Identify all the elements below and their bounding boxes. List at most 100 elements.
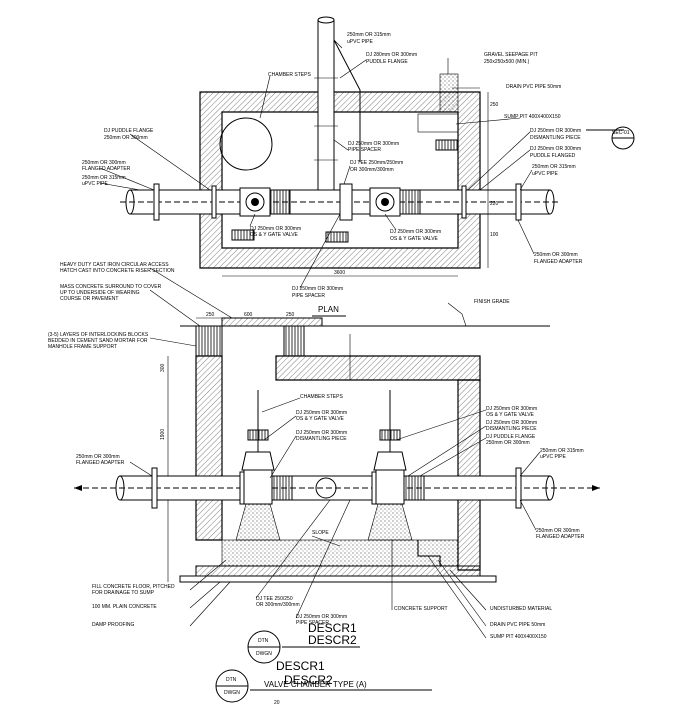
svg-text:FILL CONCRETE FLOOR, PITCHED: FILL CONCRETE FLOOR, PITCHED — [92, 584, 175, 590]
plan-riser-label: 250mm OR 315mm — [347, 32, 391, 38]
svg-text:600: 600 — [244, 312, 253, 318]
svg-text:OR 300mm/300mm: OR 300mm/300mm — [256, 602, 300, 608]
finish-grade-label: FINISH GRADE — [474, 299, 510, 305]
svg-text:250mm OR 315mm: 250mm OR 315mm — [540, 448, 584, 454]
svg-text:DTN: DTN — [258, 638, 269, 644]
plan-gate-valve-left — [239, 187, 291, 217]
svg-text:250mm OR 300mm: 250mm OR 300mm — [82, 160, 126, 166]
svg-text:250x250x500 (MIN.): 250x250x500 (MIN.) — [484, 59, 530, 65]
svg-text:SUMP PIT 400X400X150: SUMP PIT 400X400X150 — [504, 114, 561, 120]
plan-section-ref: SEC-01 — [612, 130, 630, 136]
plan-chamber-step-circle — [219, 117, 273, 171]
section-top-slab — [275, 355, 481, 381]
svg-text:DJ 280mm OR 300mm: DJ 280mm OR 300mm — [366, 52, 417, 58]
svg-text:PUDDLE FLANGED: PUDDLE FLANGED — [530, 153, 576, 159]
svg-text:MANHOLE FRAME SUPPORT: MANHOLE FRAME SUPPORT — [48, 344, 117, 350]
svg-text:FLANGED ADAPTER: FLANGED ADAPTER — [536, 534, 585, 540]
svg-text:DJ 250mm OR 300mm: DJ 250mm OR 300mm — [486, 406, 537, 412]
svg-text:DJ 250mm OR 300mm: DJ 250mm OR 300mm — [348, 141, 399, 147]
section-right-wall — [457, 379, 481, 571]
svg-text:DJ 250mm OR 300mm: DJ 250mm OR 300mm — [390, 229, 441, 235]
svg-text:250mm OR 300mm: 250mm OR 300mm — [534, 252, 578, 258]
svg-text:CHAMBER STEPS: CHAMBER STEPS — [300, 394, 343, 400]
descr1-label: DESCR1 — [308, 621, 357, 635]
svg-text:OS & Y GATE VALVE: OS & Y GATE VALVE — [296, 416, 345, 422]
plan-gate-valve-right — [369, 187, 421, 217]
svg-text:HEAVY DUTY CAST IRON CIRCULAR: HEAVY DUTY CAST IRON CIRCULAR ACCESS — [60, 262, 169, 268]
svg-text:250: 250 — [286, 312, 295, 318]
section-gate-valve-right — [367, 390, 425, 541]
svg-text:DJ 250mm OR 300mm: DJ 250mm OR 300mm — [486, 420, 537, 426]
svg-text:DISMANTLING PIECE: DISMANTLING PIECE — [486, 426, 537, 432]
plan-riser-pipe — [317, 19, 335, 201]
plan-view: 3600 250 220 100 PLAN SEC-01 — [82, 16, 635, 317]
svg-text:UP TO UNDERSIDE OF WEARING: UP TO UNDERSIDE OF WEARING — [60, 290, 140, 296]
svg-text:DRAIN PVC PIPE 50mm: DRAIN PVC PIPE 50mm — [506, 84, 561, 90]
svg-text:DJ TEE 250/250: DJ TEE 250/250 — [256, 596, 293, 602]
section-floor-fill — [221, 539, 459, 567]
svg-text:uPVC PIPE: uPVC PIPE — [532, 171, 559, 177]
plan-title: PLAN — [318, 305, 339, 314]
svg-text:DWGN: DWGN — [256, 651, 272, 657]
section-view: 1900 300 250 600 250 — [48, 262, 600, 640]
svg-text:COURSE OR PAVEMENT: COURSE OR PAVEMENT — [60, 296, 118, 302]
svg-text:220: 220 — [490, 201, 499, 207]
svg-text:uPVC PIPE: uPVC PIPE — [82, 181, 109, 187]
drawing-title: VALVE CHAMBER TYPE (A) — [264, 680, 367, 689]
svg-text:DJ 250mm OR 300mm: DJ 250mm OR 300mm — [296, 410, 347, 416]
title-block: DTN DWGN DESCR1 DESCR2 DTN DWGN DESCR1 V… — [215, 621, 432, 706]
svg-text:300: 300 — [160, 363, 166, 372]
svg-text:PUDDLE FLANGE: PUDDLE FLANGE — [366, 59, 408, 65]
descr1-b-label: DESCR1 — [276, 659, 325, 673]
svg-text:DJ 250mm OR 300mm: DJ 250mm OR 300mm — [530, 146, 581, 152]
descr2-b-label: DESCR2 — [284, 673, 333, 687]
svg-text:MASS CONCRETE SURROUND TO COVE: MASS CONCRETE SURROUND TO COVER — [60, 284, 162, 290]
svg-text:PIPE SPACER: PIPE SPACER — [292, 293, 325, 299]
svg-text:250mm OR 315mm: 250mm OR 315mm — [532, 164, 576, 170]
svg-text:(3-5) LAYERS OF INTERLOCKING B: (3-5) LAYERS OF INTERLOCKING BLOCKS — [48, 332, 149, 338]
svg-text:DJ 250mm OR 300mm: DJ 250mm OR 300mm — [530, 128, 581, 134]
plan-gravel — [439, 73, 459, 113]
svg-text:250mm OR 300mm: 250mm OR 300mm — [486, 440, 530, 446]
svg-text:GRAVEL SEEPAGE PIT: GRAVEL SEEPAGE PIT — [484, 52, 538, 58]
svg-text:100: 100 — [490, 232, 499, 238]
plan-width-dim: 3600 — [334, 270, 345, 276]
svg-text:OR 300mm/300mm: OR 300mm/300mm — [350, 167, 394, 173]
svg-text:OS & Y GATE VALVE: OS & Y GATE VALVE — [390, 236, 439, 242]
svg-text:uPVC PIPE: uPVC PIPE — [347, 39, 374, 45]
svg-text:PIPE SPACER: PIPE SPACER — [348, 147, 381, 153]
svg-text:250mm OR 315mm: 250mm OR 315mm — [82, 175, 126, 181]
svg-text:DRAIN PVC PIPE 50mm: DRAIN PVC PIPE 50mm — [490, 622, 545, 628]
svg-text:250mm OR 300mm: 250mm OR 300mm — [104, 135, 148, 141]
svg-text:OS & Y GATE VALVE: OS & Y GATE VALVE — [486, 412, 535, 418]
svg-text:20: 20 — [274, 700, 280, 706]
svg-text:DAMP PROOFING: DAMP PROOFING — [92, 622, 135, 628]
svg-text:FOR DRAINAGE TO SUMP: FOR DRAINAGE TO SUMP — [92, 590, 155, 596]
section-gate-valve-left — [235, 390, 293, 541]
svg-text:250mm OR 300mm: 250mm OR 300mm — [536, 528, 580, 534]
svg-text:250: 250 — [490, 102, 499, 108]
svg-text:OS & Y GATE VALVE: OS & Y GATE VALVE — [250, 232, 299, 238]
svg-text:SLOPE: SLOPE — [312, 530, 329, 536]
svg-text:CONCRETE SUPPORT: CONCRETE SUPPORT — [394, 606, 448, 612]
svg-text:250mm OR 300mm: 250mm OR 300mm — [76, 454, 120, 460]
svg-text:BEDDED IN CEMENT SAND MORTAR F: BEDDED IN CEMENT SAND MORTAR FOR — [48, 338, 148, 344]
svg-text:UNDISTURBED MATERIAL: UNDISTURBED MATERIAL — [490, 606, 552, 612]
svg-text:FLANGED ADAPTER: FLANGED ADAPTER — [82, 166, 131, 172]
svg-text:DJ PUDDLE FLANGE: DJ PUDDLE FLANGE — [486, 434, 536, 440]
svg-text:100 MM. PLAIN CONCRETE: 100 MM. PLAIN CONCRETE — [92, 604, 157, 610]
svg-text:DJ 250mm OR 300mm: DJ 250mm OR 300mm — [250, 226, 301, 232]
svg-text:DTN: DTN — [226, 677, 237, 683]
section-left-wall — [195, 355, 223, 541]
svg-text:DJ TEE 250mm/250mm: DJ TEE 250mm/250mm — [350, 160, 403, 166]
svg-text:CHAMBER STEPS: CHAMBER STEPS — [268, 72, 311, 78]
svg-text:DJ PUDDLE FLANGE: DJ PUDDLE FLANGE — [104, 128, 154, 134]
svg-text:SUMP PIT 400X400X150: SUMP PIT 400X400X150 — [490, 634, 547, 640]
svg-text:1900: 1900 — [160, 429, 166, 440]
svg-text:250: 250 — [206, 312, 215, 318]
svg-text:DISMANTLING PIECE: DISMANTLING PIECE — [296, 436, 347, 442]
svg-text:uPVC PIPE: uPVC PIPE — [540, 454, 567, 460]
svg-text:FLANGED ADAPTER: FLANGED ADAPTER — [534, 259, 583, 265]
svg-text:DWGN: DWGN — [224, 690, 240, 696]
